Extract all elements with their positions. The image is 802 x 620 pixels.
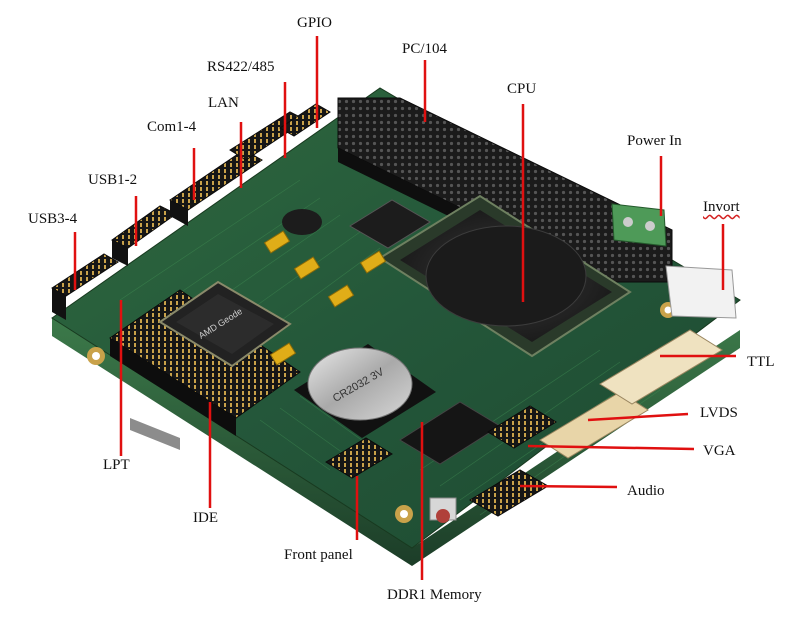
- label-rs422: RS422/485: [207, 59, 275, 75]
- mounting-holes: [87, 302, 676, 523]
- cpu-chip: [378, 194, 632, 358]
- label-power-in: Power In: [627, 133, 682, 149]
- leader-lines: [73, 36, 736, 580]
- ttl-connector: [599, 329, 723, 405]
- label-ttl: TTL: [747, 354, 775, 370]
- label-lvds: LVDS: [700, 405, 738, 421]
- power-in-terminal: [611, 203, 667, 247]
- lpt-ide-header: [109, 289, 301, 450]
- ite-chip: [349, 199, 431, 249]
- label-invort: Invort: [703, 199, 740, 215]
- label-lpt: LPT: [103, 457, 130, 473]
- label-gpio: GPIO: [297, 15, 333, 31]
- lvds-connector: [539, 391, 649, 459]
- label-front-panel: Front panel: [284, 547, 353, 563]
- label-lan: LAN: [208, 95, 239, 111]
- reset-button: [429, 497, 457, 523]
- cmos-battery: CR2032 3V: [294, 344, 436, 438]
- inductor: [282, 209, 322, 235]
- label-cpu: CPU: [507, 81, 537, 97]
- label-pc104: PC/104: [402, 41, 448, 57]
- inverter-connector: [665, 265, 737, 319]
- leader-vga: [527, 444, 695, 451]
- label-ide: IDE: [193, 510, 218, 526]
- front-panel-header: [325, 437, 393, 479]
- label-audio: Audio: [627, 483, 665, 499]
- label-vga: VGA: [703, 443, 736, 459]
- leader-lvds: [587, 412, 689, 422]
- label-usb12: USB1-2: [88, 172, 138, 188]
- label-ddr1: DDR1 Memory: [387, 587, 482, 603]
- tantalum-capacitors: [263, 230, 387, 366]
- vga-header: [487, 405, 557, 449]
- amd-geode-chip: AMD Geode: [158, 280, 292, 368]
- leader-audio: [519, 484, 618, 489]
- label-com: Com1-4: [147, 119, 197, 135]
- label-usb34: USB3-4: [28, 211, 78, 227]
- usb34-header: [51, 253, 119, 320]
